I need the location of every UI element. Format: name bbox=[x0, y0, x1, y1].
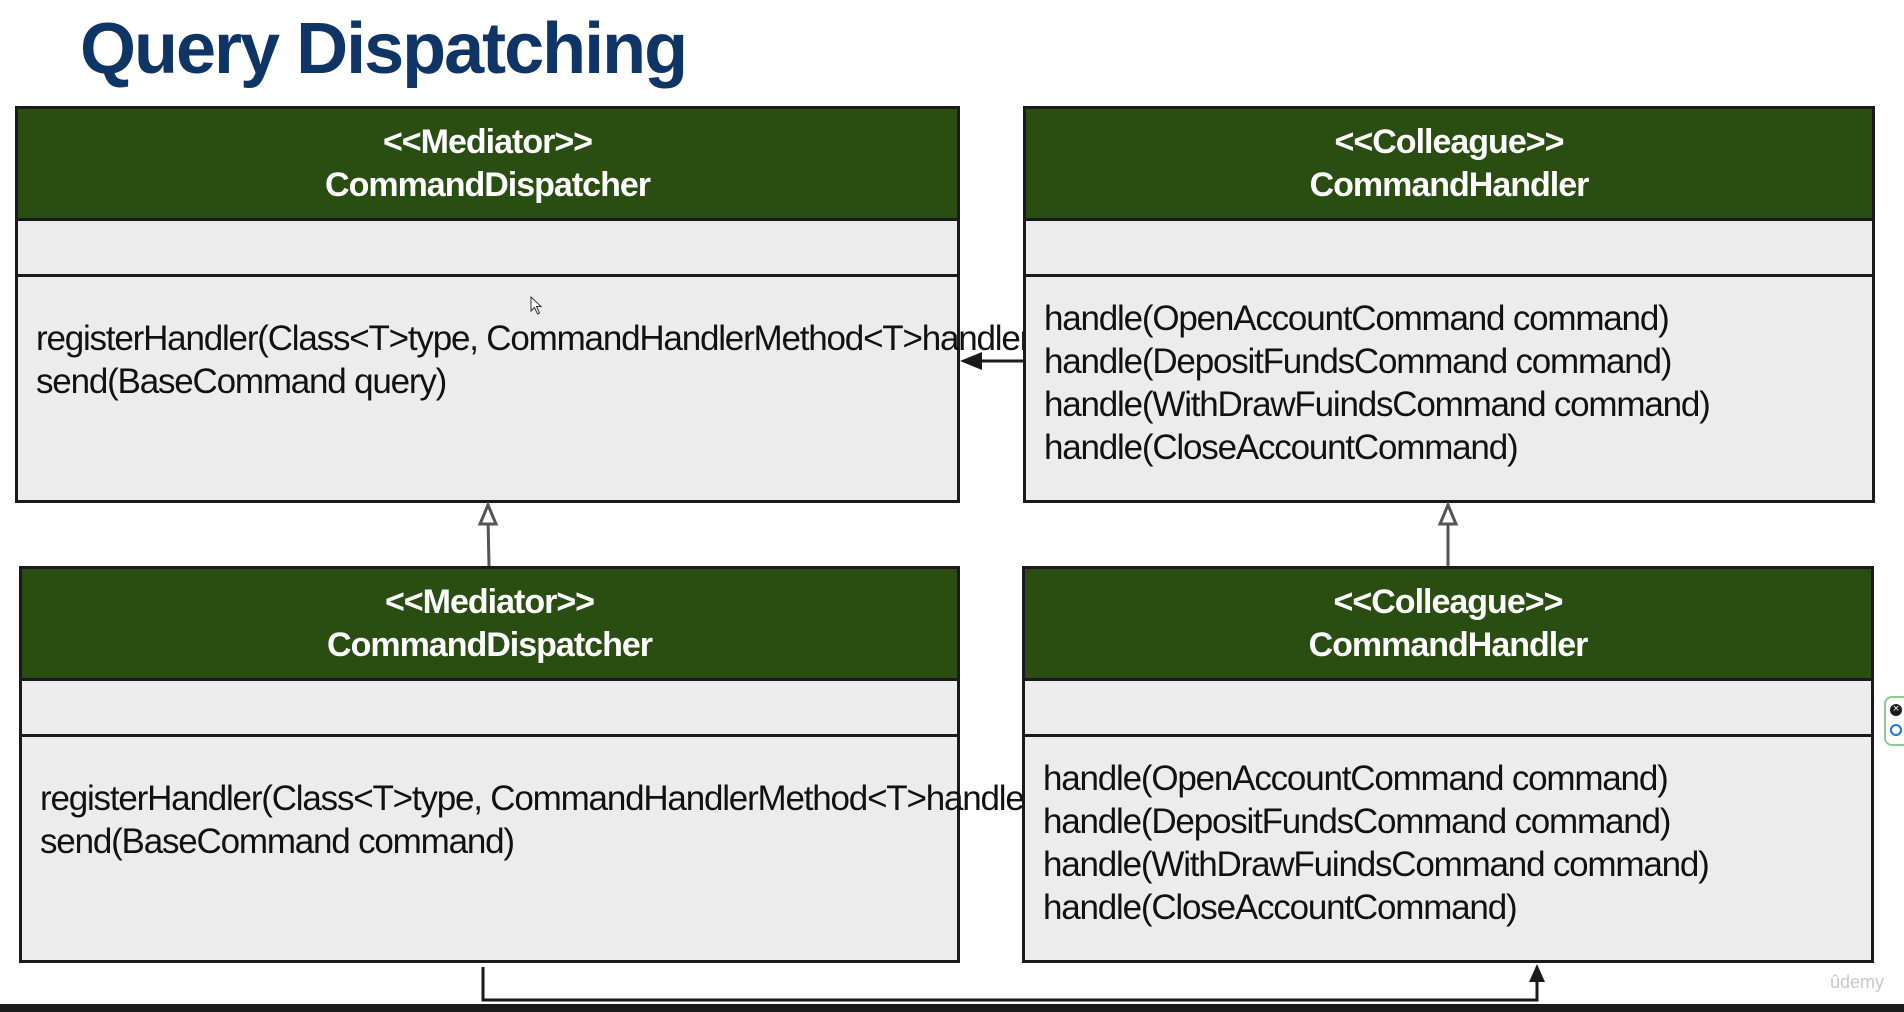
mouse-cursor-icon bbox=[530, 296, 543, 315]
close-icon[interactable]: × bbox=[1890, 704, 1902, 716]
class-header: <<Mediator>> CommandDispatcher bbox=[22, 569, 957, 681]
class-stereotype: <<Colleague>> bbox=[1334, 123, 1565, 161]
method-handle-close-account: handle(CloseAccountCommand) bbox=[1044, 428, 1519, 467]
association-line bbox=[481, 967, 1539, 1002]
class-header: <<Mediator>> CommandDispatcher bbox=[18, 109, 957, 221]
class-box-colleague-handler: <<Colleague>> CommandHandler handle(Open… bbox=[1023, 106, 1875, 503]
method-handle-deposit-funds: handle(DepositFundsCommand command) bbox=[1043, 802, 1671, 841]
method-handle-open-account: handle(OpenAccountCommand command) bbox=[1043, 759, 1669, 798]
method-register-handler: registerHandler(Class<T>type, CommandHan… bbox=[36, 319, 1042, 358]
method-handle-deposit-funds: handle(DepositFundsCommand command) bbox=[1044, 342, 1672, 381]
method-send: send(BaseCommand query) bbox=[36, 362, 447, 401]
class-attributes bbox=[22, 681, 957, 737]
association-arrowhead bbox=[960, 352, 982, 370]
class-box-colleague-handler-impl: <<Colleague>> CommandHandler handle(Open… bbox=[1022, 566, 1874, 963]
generalization-arrowhead bbox=[477, 501, 499, 526]
class-name: CommandDispatcher bbox=[325, 166, 651, 204]
class-methods: handle(OpenAccountCommand command) handl… bbox=[1026, 277, 1872, 469]
class-methods: registerHandler(Class<T>type, CommandHan… bbox=[18, 277, 1042, 403]
class-attributes bbox=[1025, 681, 1871, 737]
method-handle-withdraw-funds: handle(WithDrawFuindsCommand command) bbox=[1043, 845, 1710, 884]
class-methods: registerHandler(Class<T>type, CommandHan… bbox=[22, 737, 1046, 863]
generalization-line bbox=[486, 517, 491, 567]
method-handle-withdraw-funds: handle(WithDrawFuindsCommand command) bbox=[1044, 385, 1711, 424]
udemy-watermark: ûdemy bbox=[1830, 972, 1885, 992]
association-arrowhead bbox=[1529, 964, 1545, 982]
class-name: CommandDispatcher bbox=[327, 626, 653, 664]
class-stereotype: <<Colleague>> bbox=[1333, 583, 1564, 621]
class-name: CommandHandler bbox=[1308, 626, 1589, 664]
class-header: <<Colleague>> CommandHandler bbox=[1026, 109, 1872, 221]
generalization-arrowhead bbox=[1437, 501, 1459, 526]
class-stereotype: <<Mediator>> bbox=[382, 123, 593, 161]
class-name: CommandHandler bbox=[1309, 166, 1590, 204]
class-box-mediator-dispatcher-impl: <<Mediator>> CommandDispatcher registerH… bbox=[19, 566, 1046, 963]
settings-icon[interactable] bbox=[1890, 724, 1902, 736]
class-attributes bbox=[18, 221, 957, 277]
method-handle-open-account: handle(OpenAccountCommand command) bbox=[1044, 299, 1670, 338]
class-stereotype: <<Mediator>> bbox=[384, 583, 595, 621]
class-attributes bbox=[1026, 221, 1872, 277]
side-widget[interactable]: × bbox=[1884, 696, 1904, 746]
class-methods: handle(OpenAccountCommand command) handl… bbox=[1025, 737, 1871, 929]
method-register-handler: registerHandler(Class<T>type, CommandHan… bbox=[40, 779, 1046, 818]
method-send: send(BaseCommand command) bbox=[40, 822, 515, 861]
class-header: <<Colleague>> CommandHandler bbox=[1025, 569, 1871, 681]
method-handle-close-account: handle(CloseAccountCommand) bbox=[1043, 888, 1518, 927]
class-box-mediator-dispatcher: <<Mediator>> CommandDispatcher registerH… bbox=[15, 106, 1042, 503]
video-footer-bar bbox=[0, 1004, 1904, 1012]
slide-title: Query Dispatching bbox=[80, 9, 688, 89]
